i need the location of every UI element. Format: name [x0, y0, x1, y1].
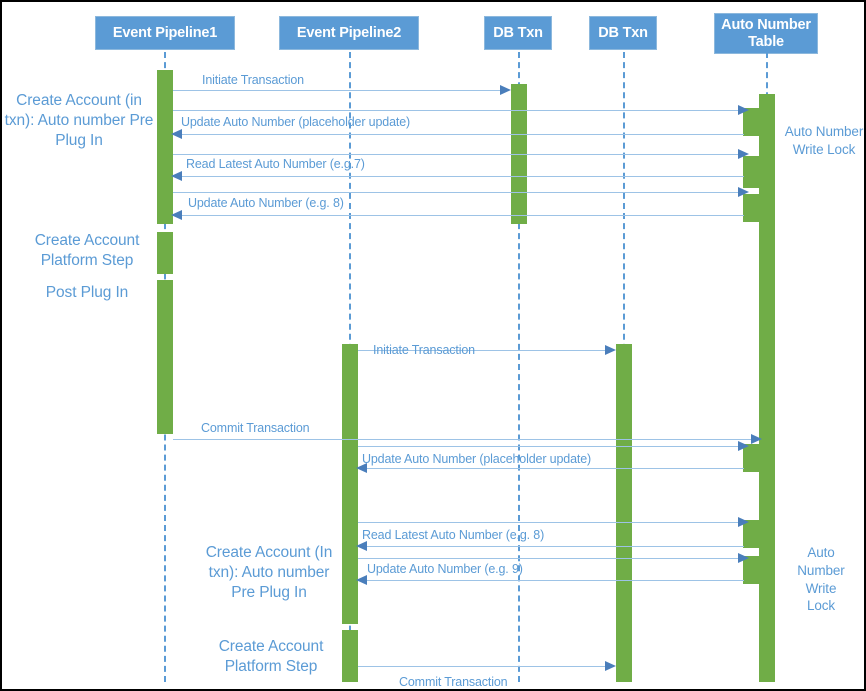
message-line-initiate-transaction-1 [173, 90, 505, 91]
message-line-placeholder-request-2 [358, 446, 744, 447]
activation-auto-number-table-upper [759, 94, 775, 434]
arrowhead-initiate-transaction-2 [605, 345, 616, 355]
message-line-commit-transaction-1 [173, 439, 756, 440]
activation-ep1-post-plugin [157, 280, 173, 434]
activation-write-lock-5 [743, 520, 759, 548]
actor-event-pipeline1[interactable]: Event Pipeline1 [95, 16, 235, 50]
arrowhead-read-latest-request-1 [738, 149, 749, 159]
arrowhead-read-latest-return-1 [171, 171, 182, 181]
arrowhead-update-8-request [738, 187, 749, 197]
arrowhead-initiate-transaction-1 [500, 85, 511, 95]
activation-write-lock-3 [743, 194, 759, 222]
actor-label: DB Txn [493, 24, 543, 41]
note-create-account-platform-step-2: Create Account Platform Step [218, 638, 324, 676]
arrowhead-read-latest-return-2 [356, 541, 367, 551]
message-label-read-latest-2: Read Latest Auto Number (e.g. 8) [362, 528, 545, 542]
activation-auto-number-table-lower [759, 434, 775, 682]
actor-label: DB Txn [598, 24, 648, 41]
message-line-update-8-return [177, 215, 744, 216]
message-label-initiate-transaction-2: Initiate Transaction [373, 343, 475, 357]
arrowhead-commit-transaction-1 [751, 434, 762, 444]
actor-db-txn-1[interactable]: DB Txn [484, 16, 552, 50]
message-line-update-8-request [173, 192, 744, 193]
message-line-read-latest-request-1 [173, 154, 744, 155]
arrowhead-update-9-request [738, 553, 749, 563]
message-line-commit-transaction-2 [358, 666, 610, 667]
message-line-read-latest-return-2 [362, 546, 744, 547]
message-label-commit-transaction-2: Commit Transaction [399, 675, 508, 689]
message-line-placeholder-request-1 [173, 110, 744, 111]
message-label-read-latest-1: Read Latest Auto Number (e.g.7) [186, 157, 365, 171]
actor-event-pipeline2[interactable]: Event Pipeline2 [279, 16, 419, 50]
arrowhead-placeholder-return-1 [171, 129, 182, 139]
activation-ep2-pre-plugin [342, 344, 358, 624]
activation-write-lock-2 [743, 156, 759, 188]
note-auto-number-write-lock-1: Auto Number Write Lock [784, 124, 864, 157]
lifeline-db-txn-1 [518, 52, 520, 682]
activation-write-lock-6 [743, 556, 759, 584]
message-label-initiate-transaction-1: Initiate Transaction [202, 73, 304, 87]
message-label-update-9: Update Auto Number (e.g. 9) [367, 562, 523, 576]
actor-label: Event Pipeline2 [296, 24, 402, 41]
message-line-read-latest-request-2 [358, 522, 744, 523]
note-create-account-platform-step-1: Create Account Platform Step [34, 232, 140, 270]
activation-ep1-pre-plugin [157, 70, 173, 224]
message-line-placeholder-return-2 [362, 468, 744, 469]
activation-db-txn-2 [616, 344, 632, 682]
message-label-commit-transaction-1: Commit Transaction [201, 421, 310, 435]
actor-label: Auto Number Table [721, 17, 811, 50]
message-line-update-9-return [362, 580, 744, 581]
note-post-plugin: Post Plug In [45, 284, 129, 301]
actor-label: Event Pipeline1 [112, 24, 218, 41]
message-label-update-placeholder-1: Update Auto Number (placeholder update) [181, 115, 411, 129]
note-create-account-pre-plugin-1: Create Account (in txn): Auto number Pre… [4, 92, 154, 150]
arrowhead-update-9-return [356, 575, 367, 585]
message-line-update-9-request [358, 558, 744, 559]
arrowhead-placeholder-request-2 [738, 441, 749, 451]
arrowhead-placeholder-request-1 [738, 105, 749, 115]
activation-ep1-platform-step [157, 232, 173, 274]
message-line-placeholder-return-1 [177, 134, 744, 135]
note-create-account-pre-plugin-2: Create Account (In txn): Auto number Pre… [205, 544, 333, 602]
arrowhead-update-8-return [171, 210, 182, 220]
actor-auto-number-table[interactable]: Auto Number Table [714, 13, 818, 54]
activation-write-lock-4 [743, 444, 759, 472]
message-label-update-8: Update Auto Number (e.g. 8) [188, 196, 344, 210]
actor-db-txn-2[interactable]: DB Txn [589, 16, 657, 50]
arrowhead-read-latest-request-2 [738, 517, 749, 527]
arrowhead-placeholder-return-2 [356, 463, 367, 473]
activation-ep2-platform-step [342, 630, 358, 682]
message-line-initiate-transaction-2 [358, 350, 610, 351]
message-label-update-placeholder-2: Update Auto Number (placeholder update) [362, 452, 592, 466]
activation-write-lock-1 [743, 108, 759, 136]
arrowhead-commit-transaction-2 [605, 661, 616, 671]
message-line-read-latest-return-1 [177, 176, 744, 177]
note-auto-number-write-lock-2: Auto Number Write Lock [797, 545, 845, 614]
